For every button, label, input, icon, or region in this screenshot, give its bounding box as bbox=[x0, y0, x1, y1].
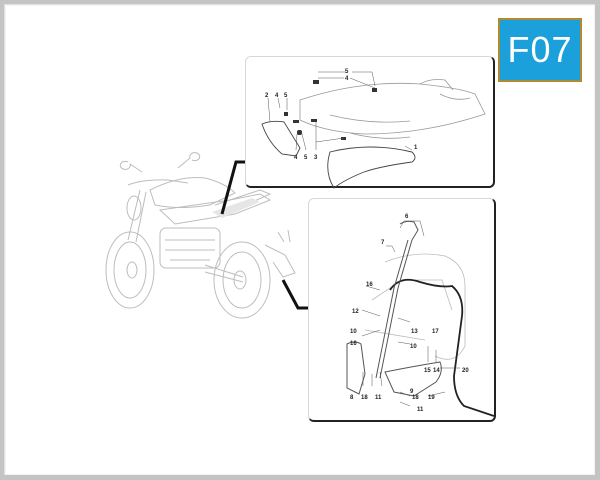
svg-text:5: 5 bbox=[284, 93, 288, 99]
svg-text:16: 16 bbox=[350, 341, 357, 347]
svg-text:16: 16 bbox=[366, 282, 373, 288]
svg-text:2: 2 bbox=[265, 93, 269, 99]
svg-text:3: 3 bbox=[314, 155, 318, 161]
svg-text:11: 11 bbox=[417, 407, 424, 413]
figure-code-badge: F07 bbox=[498, 18, 582, 82]
svg-text:13: 13 bbox=[411, 329, 418, 335]
svg-text:15: 15 bbox=[424, 368, 431, 374]
svg-text:20: 20 bbox=[462, 368, 469, 374]
detail-panel-tail-light bbox=[245, 56, 495, 188]
svg-text:5: 5 bbox=[304, 155, 308, 161]
svg-text:10: 10 bbox=[410, 344, 417, 350]
svg-text:4: 4 bbox=[275, 93, 279, 99]
svg-text:1: 1 bbox=[414, 145, 418, 151]
svg-text:9: 9 bbox=[410, 389, 414, 395]
svg-text:17: 17 bbox=[432, 329, 439, 335]
svg-text:19: 19 bbox=[428, 395, 435, 401]
svg-text:12: 12 bbox=[352, 309, 359, 315]
svg-text:18: 18 bbox=[412, 395, 419, 401]
svg-text:8: 8 bbox=[350, 395, 354, 401]
svg-text:5: 5 bbox=[345, 69, 349, 75]
svg-text:10: 10 bbox=[350, 329, 357, 335]
svg-text:4: 4 bbox=[294, 155, 298, 161]
svg-text:7: 7 bbox=[381, 240, 385, 246]
svg-text:18: 18 bbox=[361, 395, 368, 401]
svg-text:4: 4 bbox=[345, 76, 349, 82]
svg-text:14: 14 bbox=[433, 368, 440, 374]
svg-text:11: 11 bbox=[375, 395, 382, 401]
svg-text:6: 6 bbox=[405, 214, 409, 220]
